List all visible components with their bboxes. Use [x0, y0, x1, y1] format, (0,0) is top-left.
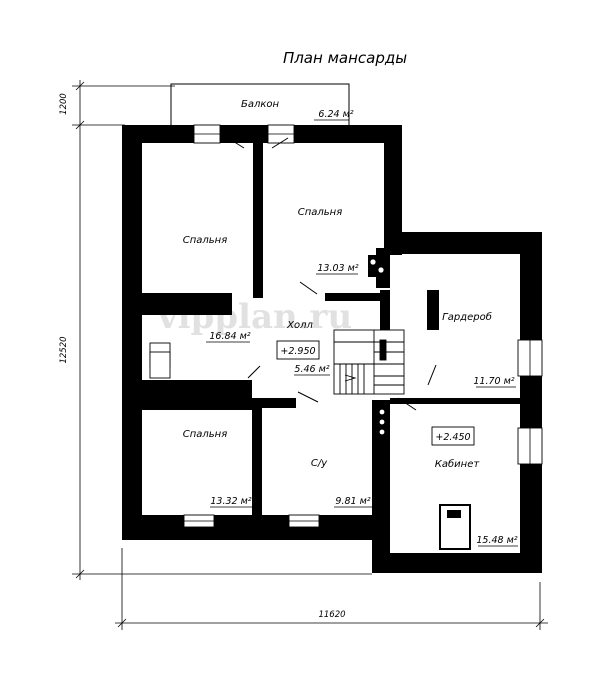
room-area-balcony: 6.24 м²	[318, 109, 353, 120]
balcony-depth-dimension: 1200	[59, 93, 69, 115]
window-mullions	[184, 133, 531, 522]
dimension-lines	[72, 80, 548, 630]
overall-width-dimension: 11620	[318, 610, 345, 620]
room-name-balcony: Балкон	[241, 99, 280, 110]
room-name-wardrobe: Гардероб	[442, 311, 492, 323]
room-area-bedroom-sw: 13.32 м²	[210, 496, 251, 507]
room-area-bedroom-nw: 16.84 м²	[209, 331, 250, 342]
walls	[122, 125, 542, 573]
hall-level: +2.950	[280, 346, 315, 357]
overall-height-dimension: 12520	[59, 336, 69, 363]
room-name-hall: Холл	[286, 320, 313, 331]
hall-level-box	[276, 340, 320, 360]
room-area-wardrobe: 11.70 м²	[473, 376, 514, 387]
room-area-hall: 5.46 м²	[294, 364, 329, 375]
vent-shafts	[368, 255, 388, 441]
office-level: +2.450	[435, 432, 470, 443]
door-swings	[227, 137, 437, 411]
plan-title: План мансарды	[283, 49, 407, 67]
room-area-bathroom: 9.81 м²	[335, 496, 370, 507]
room-area-bedroom-n: 13.03 м²	[317, 263, 358, 274]
staircase	[333, 329, 405, 395]
room-name-bathroom: С/у	[311, 458, 328, 469]
room-name-bedroom-nw: Спальня	[183, 235, 228, 246]
roof-window	[439, 504, 471, 550]
office-level-box	[431, 426, 475, 446]
room-area-office: 15.48 м²	[476, 535, 517, 546]
room-name-bedroom-n: Спальня	[298, 207, 343, 218]
room-name-bedroom-sw: Спальня	[183, 429, 228, 440]
room-name-office: Кабинет	[435, 458, 481, 470]
